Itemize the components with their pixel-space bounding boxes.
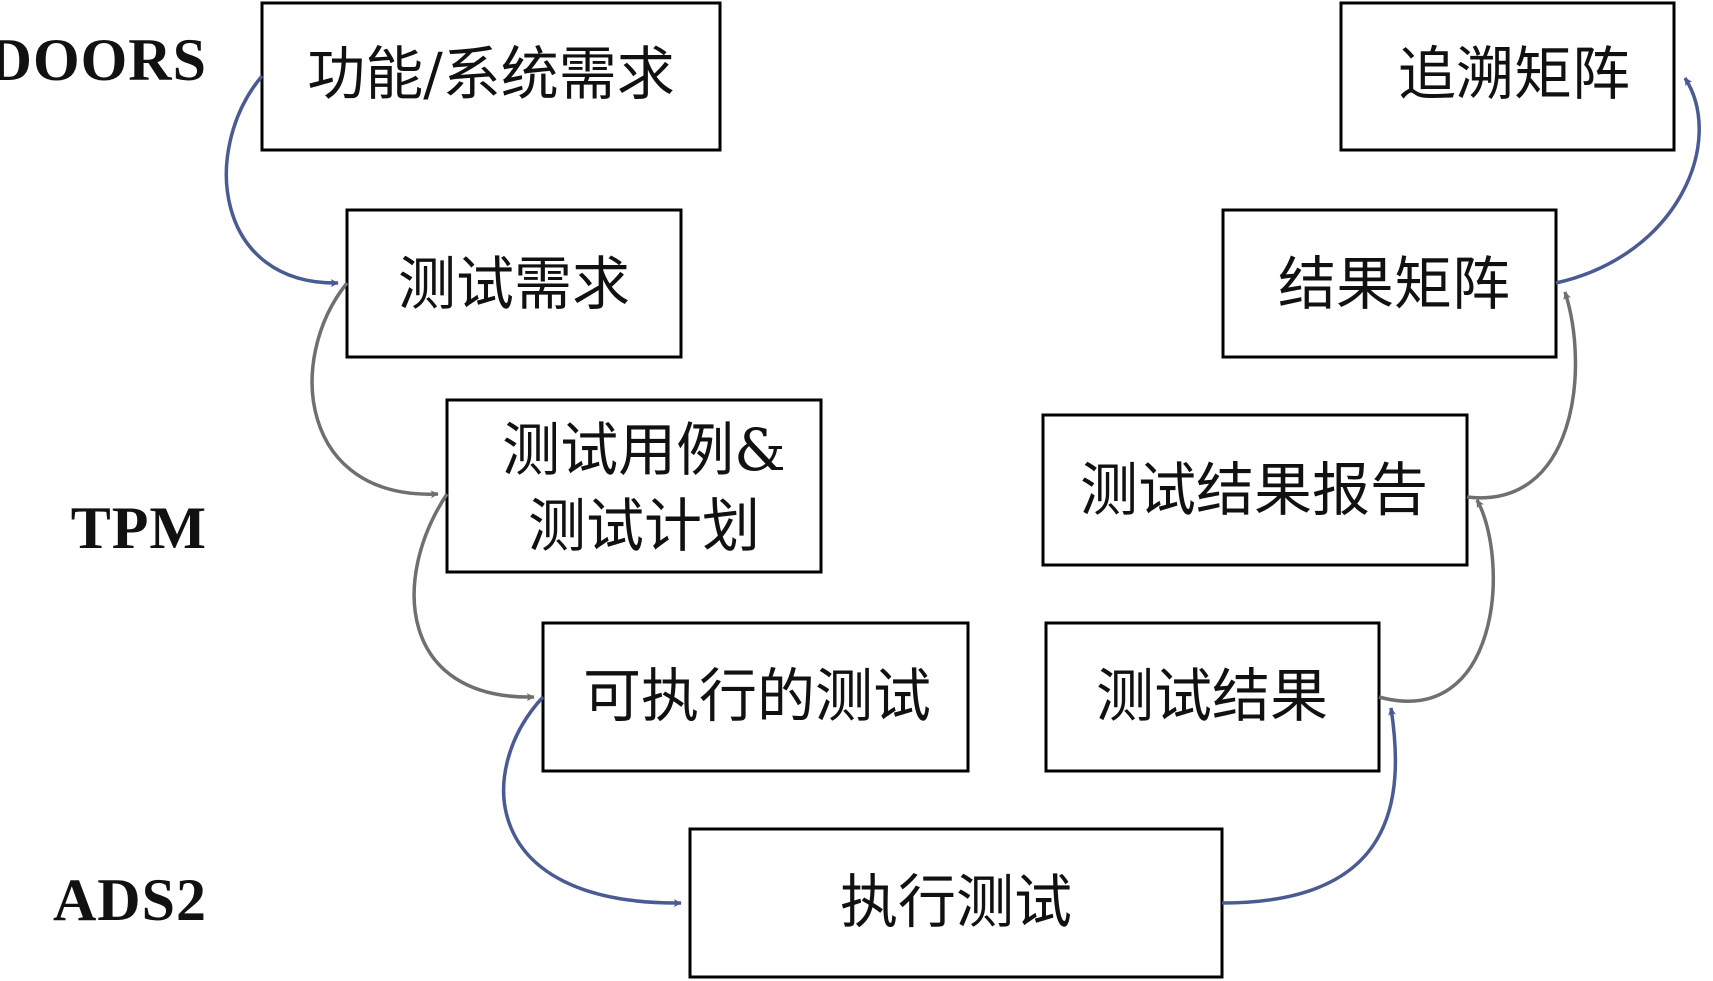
arrow-executable-to-execute: [502, 695, 682, 908]
box-test-cases-label-line2: 测试计划: [528, 492, 760, 560]
box-execute-tests: 执行测试: [688, 827, 1224, 979]
box-traceability-matrix: 追溯矩阵: [1339, 1, 1676, 152]
tool-label-tpm: TPM: [71, 495, 207, 561]
box-test-results-label: 测试结果: [1096, 662, 1328, 730]
arrow-execute-to-test-results: [1221, 707, 1398, 905]
box-result-matrix-label: 结果矩阵: [1278, 250, 1510, 318]
box-executable-tests: 可执行的测试: [541, 621, 970, 773]
box-test-results: 测试结果: [1044, 621, 1381, 773]
box-functional-requirements-label: 功能/系统需求: [307, 40, 675, 108]
arrow-functional-to-test-requirements: [224, 74, 339, 288]
box-functional-requirements: 功能/系统需求: [260, 1, 722, 152]
tool-label-ads2: ADS2: [53, 867, 207, 933]
box-result-matrix: 结果矩阵: [1221, 208, 1558, 359]
box-executable-tests-label: 可执行的测试: [583, 662, 931, 730]
box-test-cases-and-plan: 测试用例& 测试计划: [445, 398, 823, 574]
arrow-test-requirements-to-test-cases: [310, 281, 439, 499]
box-test-requirements: 测试需求: [345, 208, 683, 359]
box-test-requirements-label: 测试需求: [398, 250, 630, 318]
box-test-result-report: 测试结果报告: [1041, 413, 1469, 567]
box-execute-tests-label: 执行测试: [840, 868, 1072, 936]
arrow-report-to-result-matrix: [1466, 291, 1578, 500]
box-traceability-matrix-label: 追溯矩阵: [1398, 40, 1630, 108]
tool-label-doors: DOORS: [0, 27, 207, 93]
box-test-cases-label-line1: 测试用例&: [502, 416, 786, 484]
arrow-test-cases-to-executable: [412, 493, 535, 702]
box-test-result-report-label: 测试结果报告: [1080, 456, 1428, 524]
arrow-result-matrix-to-traceability: [1555, 77, 1701, 285]
arrow-test-results-to-report: [1378, 499, 1496, 703]
